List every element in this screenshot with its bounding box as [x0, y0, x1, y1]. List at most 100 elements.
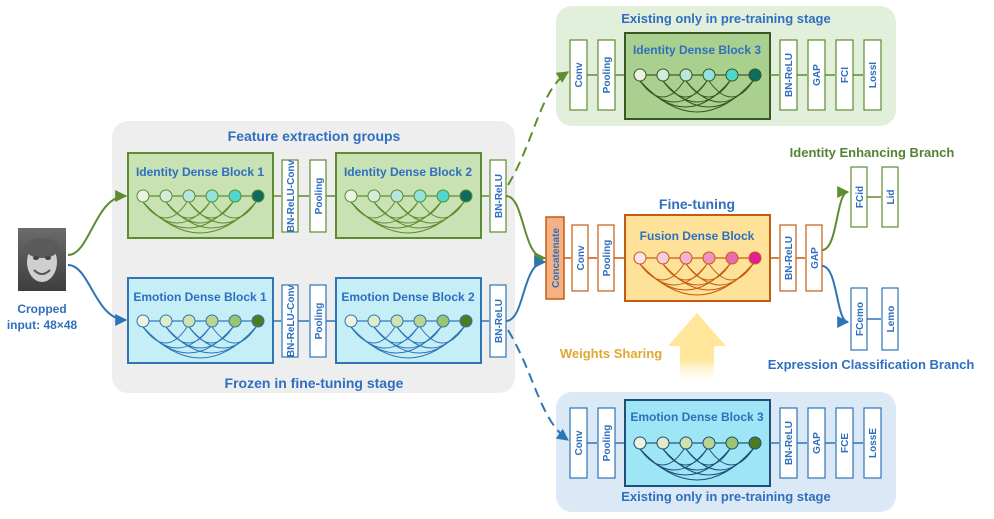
emotion-bn-relu: BN-ReLU	[489, 284, 507, 358]
dense-layer-node	[436, 314, 450, 328]
svg-text:FCid: FCid	[855, 186, 866, 208]
dense-block-nodes	[136, 68, 762, 481]
svg-text:Conv: Conv	[574, 430, 585, 455]
svg-text:Concatenate: Concatenate	[551, 228, 562, 288]
dense-layer-node	[136, 189, 150, 203]
expression-fc: FCemo	[850, 287, 868, 351]
svg-text:Pooling: Pooling	[602, 425, 613, 462]
weights-sharing-arrow	[668, 313, 726, 384]
dense-layer-node	[182, 314, 196, 328]
emotion-transition-bn-relu-conv: BN-ReLU-Conv	[281, 284, 299, 358]
emotion-block-2-nodes	[344, 314, 473, 359]
dense-layer-node	[459, 314, 473, 328]
emotion-to-pretrain-arrow	[507, 329, 569, 441]
emotion-block-1-nodes	[136, 314, 265, 359]
skip-connection	[708, 448, 754, 466]
svg-text:BN-ReLU: BN-ReLU	[494, 299, 505, 343]
dense-layer-node	[251, 189, 265, 203]
svg-text:GAP: GAP	[810, 247, 821, 269]
svg-text:Emotion Dense Block 3: Emotion Dense Block 3	[630, 410, 764, 424]
identity-block-2-nodes	[344, 189, 473, 234]
dense-layer-node	[656, 436, 670, 450]
frozen-stage-label: Frozen in fine-tuning stage	[225, 375, 404, 391]
identity-transition-bn-relu-conv: BN-ReLU-Conv	[281, 159, 299, 233]
pretrain-identity-loss: LossI	[863, 39, 882, 111]
identity-fc: FCid	[850, 166, 868, 228]
fusion-block-nodes	[633, 251, 762, 296]
dense-layer-node	[390, 189, 404, 203]
svg-text:GAP: GAP	[812, 64, 823, 86]
pretrain-emotion-loss: LossE	[863, 407, 882, 479]
svg-text:LossI: LossI	[868, 62, 879, 88]
feature-group-title: Feature extraction groups	[228, 128, 401, 144]
identity-loss: Lid	[881, 166, 899, 228]
svg-text:Pooling: Pooling	[602, 240, 613, 277]
svg-text:Emotion Dense Block 2: Emotion Dense Block 2	[341, 290, 475, 304]
fusion-gap: GAP	[805, 224, 823, 292]
dense-layer-node	[205, 314, 219, 328]
skip-connection	[211, 326, 257, 344]
dense-layer-node	[159, 189, 173, 203]
identity-block-3-nodes	[633, 68, 762, 113]
pretrain-identity-bn-relu: BN-ReLU	[779, 39, 798, 111]
dense-layer-node	[725, 436, 739, 450]
concatenate-block: Concatenate	[545, 216, 565, 300]
svg-text:BN-ReLU-Conv: BN-ReLU-Conv	[286, 159, 297, 232]
skip-connection	[396, 201, 465, 224]
skip-connection	[419, 201, 465, 219]
skip-connection	[708, 263, 754, 281]
dense-layer-node	[725, 251, 739, 265]
svg-text:Identity Dense Block 3: Identity Dense Block 3	[633, 43, 761, 57]
dense-layer-node	[413, 189, 427, 203]
svg-text:BN-ReLU-Conv: BN-ReLU-Conv	[286, 284, 297, 357]
identity-to-pretrain-arrow	[507, 71, 570, 186]
pretrain-identity-pooling: Pooling	[597, 39, 616, 111]
gap-to-expression-fc-arrow	[821, 265, 850, 328]
skip-connection	[211, 201, 257, 219]
svg-text:Pooling: Pooling	[314, 178, 325, 215]
dense-layer-node	[702, 436, 716, 450]
dense-layer-node	[656, 68, 670, 82]
pretrain-identity-title: Existing only in pre-training stage	[621, 11, 830, 26]
input-to-identity-arrow	[67, 190, 128, 256]
dense-layer-node	[367, 189, 381, 203]
dense-layer-node	[205, 189, 219, 203]
input-to-emotion-arrow	[67, 264, 128, 326]
svg-text:Conv: Conv	[576, 245, 587, 270]
fusion-pooling: Pooling	[597, 224, 615, 292]
dense-layer-node	[679, 436, 693, 450]
dense-layer-node	[182, 189, 196, 203]
identity-to-concat-arrow	[505, 195, 547, 264]
dense-layer-node	[748, 251, 762, 265]
dense-layer-node	[436, 189, 450, 203]
svg-text:Fusion Dense Block: Fusion Dense Block	[640, 229, 755, 243]
skip-connection	[685, 263, 754, 286]
identity-pooling: Pooling	[309, 159, 327, 233]
svg-text:BN-ReLU: BN-ReLU	[494, 174, 505, 218]
skip-connection	[188, 201, 257, 224]
dense-layer-node	[633, 251, 647, 265]
pretrain-emotion-fc: FCE	[835, 407, 854, 479]
dense-layer-node	[633, 436, 647, 450]
pretrain-emotion-gap: GAP	[807, 407, 826, 479]
svg-text:GAP: GAP	[812, 432, 823, 454]
input-face-image	[18, 228, 66, 291]
dense-layer-node	[136, 314, 150, 328]
svg-text:Lemo: Lemo	[886, 306, 897, 333]
pretrain-emotion-title: Existing only in pre-training stage	[621, 489, 830, 504]
dense-layer-node	[159, 314, 173, 328]
dense-layer-node	[656, 251, 670, 265]
svg-text:Emotion Dense Block 1: Emotion Dense Block 1	[133, 290, 267, 304]
dense-layer-node	[344, 314, 358, 328]
fine-tuning-label: Fine-tuning	[659, 196, 735, 212]
svg-text:BN-ReLU: BN-ReLU	[784, 236, 795, 280]
skip-connection	[188, 326, 257, 349]
pretrain-identity-fc: FCI	[835, 39, 854, 111]
expression-branch-title: Expression Classification Branch	[768, 357, 975, 372]
svg-text:LossE: LossE	[868, 428, 879, 458]
dense-layer-node	[228, 189, 242, 203]
dense-layer-node	[459, 189, 473, 203]
weights-sharing-label: Weights Sharing	[560, 346, 662, 361]
dense-layer-node	[413, 314, 427, 328]
dense-layer-node	[390, 314, 404, 328]
